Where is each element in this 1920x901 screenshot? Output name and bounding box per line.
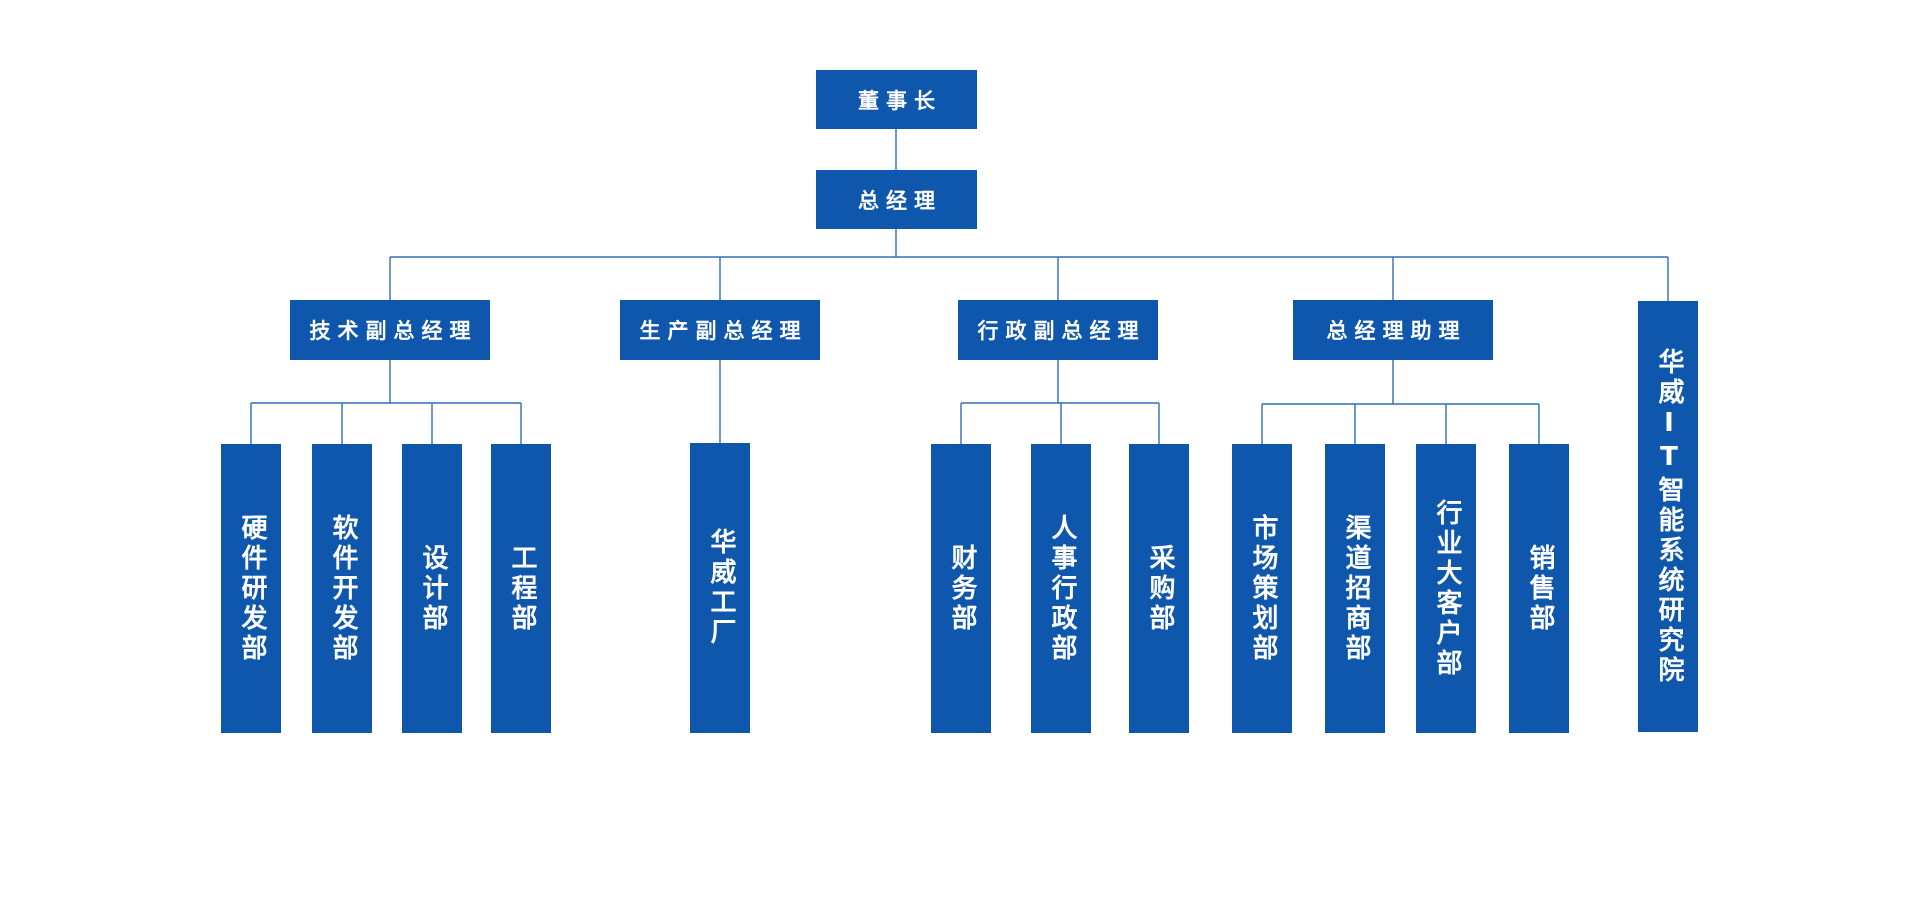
node-industry-key-accounts-dept: 行业大客户部 (1416, 444, 1476, 733)
node-vp-technology-label: 技术副总经理 (309, 319, 478, 343)
node-gm-assistant: 总经理助理 (1293, 300, 1493, 360)
node-hardware-rd-dept-label: 硬件研发部 (236, 513, 267, 664)
node-vp-administration-label: 行政副总经理 (977, 319, 1146, 343)
node-chairman-label: 董事长 (858, 88, 942, 113)
node-huawei-factory-label: 华威工厂 (705, 528, 736, 648)
node-channel-investment-dept: 渠道招商部 (1325, 444, 1385, 733)
node-vp-production: 生产副总经理 (620, 300, 820, 360)
node-procurement-dept-label: 采购部 (1144, 543, 1175, 634)
node-sales-dept-label: 销售部 (1524, 543, 1555, 634)
node-hardware-rd-dept: 硬件研发部 (221, 444, 281, 733)
node-channel-investment-dept-label: 渠道招商部 (1340, 513, 1371, 664)
node-engineering-dept-label: 工程部 (506, 543, 537, 634)
node-design-dept-label: 设计部 (417, 543, 448, 634)
node-gm-assistant-label: 总经理助理 (1326, 319, 1467, 343)
node-vp-technology: 技术副总经理 (290, 300, 490, 360)
node-huawei-factory: 华威工厂 (690, 443, 750, 733)
node-vp-administration: 行政副总经理 (958, 300, 1158, 360)
node-hr-admin-dept-label: 人事行政部 (1046, 513, 1077, 664)
node-software-dev-dept: 软件开发部 (312, 444, 372, 733)
node-design-dept: 设计部 (402, 444, 462, 733)
node-hr-admin-dept: 人事行政部 (1031, 444, 1091, 733)
node-marketing-planning-dept: 市场策划部 (1232, 444, 1292, 733)
node-finance-dept-label: 财务部 (946, 543, 977, 634)
node-chairman: 董事长 (816, 70, 977, 129)
node-it-research-institute: 华威IT智能系统研究院 (1638, 301, 1698, 732)
node-engineering-dept: 工程部 (491, 444, 551, 733)
node-general-manager: 总经理 (816, 170, 977, 229)
node-sales-dept: 销售部 (1509, 444, 1569, 733)
node-vp-production-label: 生产副总经理 (639, 319, 808, 343)
node-finance-dept: 财务部 (931, 444, 991, 733)
node-general-manager-label: 总经理 (858, 188, 942, 213)
node-marketing-planning-dept-label: 市场策划部 (1247, 513, 1278, 664)
node-industry-key-accounts-dept-label: 行业大客户部 (1431, 498, 1462, 679)
node-it-research-institute-label: 华威IT智能系统研究院 (1653, 347, 1684, 686)
node-software-dev-dept-label: 软件开发部 (327, 513, 358, 664)
node-procurement-dept: 采购部 (1129, 444, 1189, 733)
